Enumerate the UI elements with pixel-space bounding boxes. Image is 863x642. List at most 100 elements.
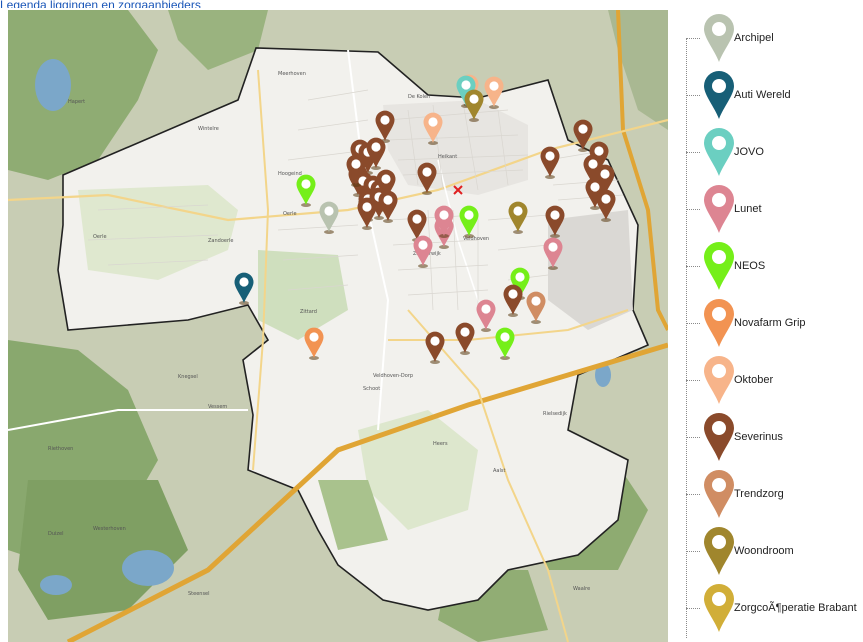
place-label: Duizel [48, 531, 64, 537]
legend-item[interactable]: NEOS [672, 238, 863, 295]
legend-item[interactable]: Oktober [672, 352, 863, 409]
place-label: Hapert [68, 99, 85, 105]
map-marker-pin-icon[interactable] [596, 189, 616, 222]
legend-item[interactable]: Novafarm Grip [672, 295, 863, 352]
forest-area [8, 10, 158, 180]
map-pin-icon [704, 128, 734, 176]
map-pin-icon [704, 71, 734, 119]
legend-label: Novafarm Grip [734, 317, 806, 329]
lake [122, 550, 174, 586]
place-label: Rielsedijk [543, 411, 567, 417]
map-pin-icon [704, 470, 734, 518]
map-marker-pin-icon[interactable] [304, 327, 324, 360]
industrial-area [548, 210, 633, 330]
place-label: De Kolen [408, 94, 430, 100]
map-marker-pin-icon[interactable] [425, 331, 445, 364]
lake [35, 59, 71, 111]
place-label: Zandoerle [208, 238, 234, 244]
selected-location-cross-icon[interactable] [453, 185, 463, 195]
map-pin-icon [704, 242, 734, 290]
legend-branch-line [686, 608, 700, 609]
map-marker-pin-icon[interactable] [543, 237, 563, 270]
map-marker-pin-icon[interactable] [413, 235, 433, 268]
place-label: Aalst [493, 468, 505, 474]
legend-item[interactable]: Lunet [672, 181, 863, 238]
map-marker-pin-icon[interactable] [296, 174, 316, 207]
legend-label: Lunet [734, 203, 762, 215]
map-marker-pin-icon[interactable] [417, 162, 437, 195]
map-pin-icon [704, 584, 734, 632]
legend-branch-line [686, 494, 700, 495]
markers-layer [234, 74, 616, 364]
place-label: Veldhoven [463, 236, 489, 242]
legend-branch-line [686, 95, 700, 96]
map-marker-pin-icon[interactable] [459, 205, 479, 238]
legend-item[interactable]: JOVO [672, 124, 863, 181]
page-title: Legenda liggingen en zorgaanbieders [0, 0, 201, 8]
map-marker-pin-icon[interactable] [585, 177, 605, 210]
pond [595, 363, 611, 387]
motorway-a67 [616, 10, 668, 331]
place-label: Schoot [363, 386, 380, 392]
map-marker-pin-icon[interactable] [476, 299, 496, 332]
legend-label: ZorgcoÃ¶peratie Brabant [734, 602, 857, 614]
legend-label: NEOS [734, 260, 766, 272]
map-marker-pin-icon[interactable] [508, 201, 528, 234]
map-pin-icon [704, 14, 734, 62]
map-marker-pin-icon[interactable] [366, 137, 386, 170]
map-marker-pin-icon[interactable] [434, 205, 454, 238]
secondary-road [8, 409, 248, 431]
place-label: Westerhoven [93, 526, 126, 532]
legend-branch-line [686, 266, 700, 267]
place-label: Veldhoven-Dorp [373, 373, 413, 379]
map-marker-pin-icon[interactable] [234, 272, 254, 305]
place-label: Waalre [573, 586, 590, 592]
green-area [358, 410, 478, 530]
map-marker-pin-icon[interactable] [510, 267, 530, 300]
legend-branch-line [686, 380, 700, 381]
legend-label: Trendzorg [734, 488, 784, 500]
map-marker-pin-icon[interactable] [495, 327, 515, 360]
place-label: Riethoven [48, 446, 73, 452]
map-marker-pin-icon[interactable] [319, 201, 339, 234]
legend-item[interactable]: Woondroom [672, 523, 863, 580]
legend-item[interactable]: Trendzorg [672, 466, 863, 523]
legend-item[interactable]: Auti Wereld [672, 67, 863, 124]
legend-item[interactable]: Archipel [672, 10, 863, 67]
legend-item[interactable]: ZorgcoÃ¶peratie Brabant [672, 580, 863, 637]
place-label: Vessem [208, 404, 227, 410]
map-marker-pin-icon[interactable] [455, 322, 475, 355]
legend-item[interactable]: Severinus [672, 409, 863, 466]
place-label: Heikant [438, 154, 457, 160]
place-label: Oerle [283, 211, 297, 217]
map-marker-pin-icon[interactable] [346, 154, 366, 187]
legend-label: Archipel [734, 32, 774, 44]
map-marker-pin-icon[interactable] [540, 146, 560, 179]
map-marker-pin-icon[interactable] [484, 76, 504, 109]
map-marker-pin-icon[interactable] [357, 197, 377, 230]
map-marker-pin-icon[interactable] [464, 89, 484, 122]
legend-branch-line [686, 38, 700, 39]
forest-area [168, 10, 268, 70]
map-marker-pin-icon[interactable] [573, 119, 593, 152]
map-marker-pin-icon[interactable] [545, 205, 565, 238]
map-pin-icon [704, 299, 734, 347]
legend-label: Auti Wereld [734, 89, 791, 101]
map-marker-pin-icon[interactable] [503, 284, 523, 317]
map-pin-icon [704, 527, 734, 575]
legend-branch-line [686, 323, 700, 324]
legend-branch-line [686, 551, 700, 552]
place-label: Oerle [93, 234, 107, 240]
map-marker-pin-icon[interactable] [526, 291, 546, 324]
legend-branch-line [686, 437, 700, 438]
map-pin-icon [704, 413, 734, 461]
legend-label: Severinus [734, 431, 783, 443]
map-pin-icon [704, 356, 734, 404]
map-marker-pin-icon[interactable] [423, 112, 443, 145]
map-marker-pin-icon[interactable] [378, 190, 398, 223]
legend-branch-line [686, 209, 700, 210]
